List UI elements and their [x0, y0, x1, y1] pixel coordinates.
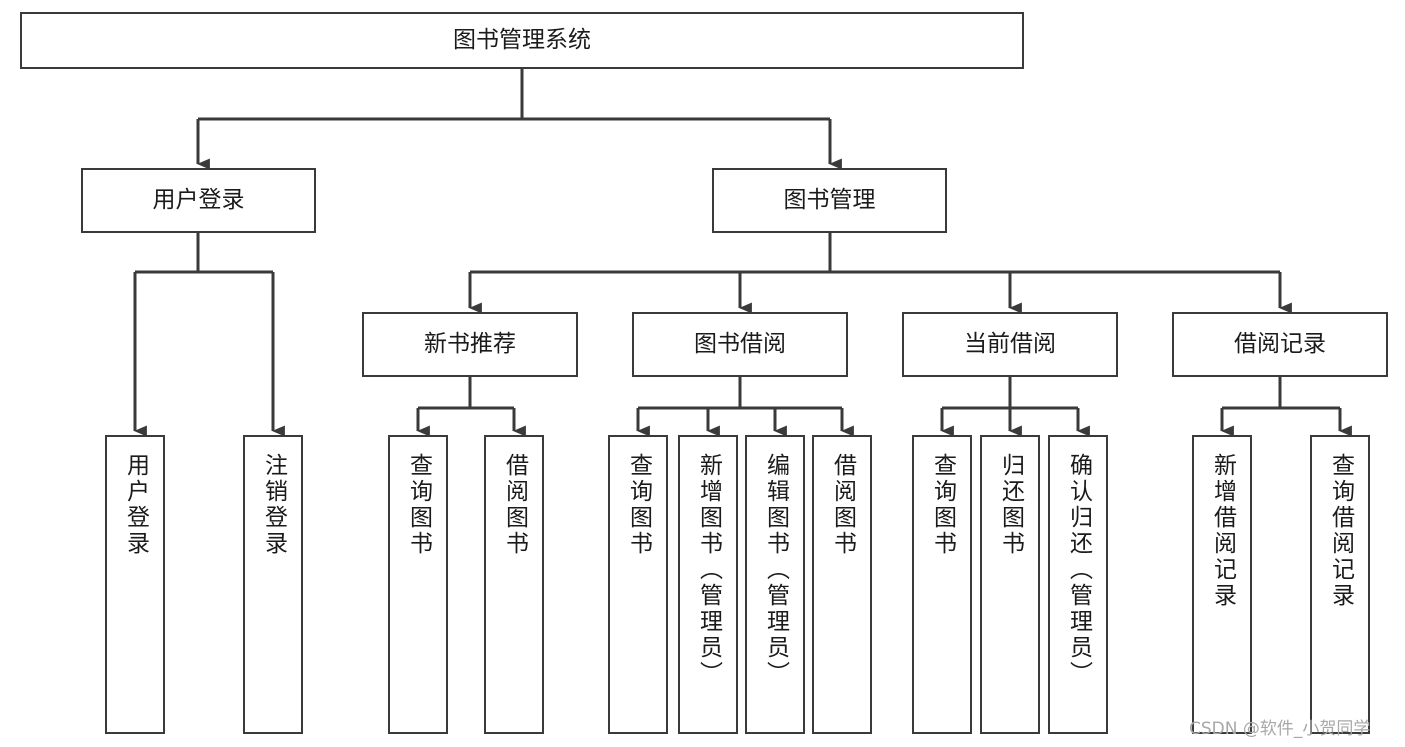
node-label: 归还图书: [997, 453, 1024, 557]
node-label: 查询图书: [625, 453, 652, 557]
node-borrow-record[interactable]: 借阅记录: [1172, 312, 1388, 377]
leaf-current-return-book[interactable]: 归还图书: [980, 435, 1040, 734]
node-label: 借阅记录: [1234, 330, 1326, 357]
node-label: 确认归还（管理员）: [1065, 453, 1092, 687]
node-label: 新书推荐: [424, 330, 516, 357]
node-label: 新增借阅记录: [1209, 453, 1236, 609]
leaf-current-confirm-return-admin[interactable]: 确认归还（管理员）: [1048, 435, 1108, 734]
node-label: 图书管理: [783, 186, 876, 213]
node-root-system[interactable]: 图书管理系统: [20, 12, 1024, 69]
leaf-record-query-borrow-record[interactable]: 查询借阅记录: [1310, 435, 1370, 734]
leaf-borrow-borrow-book[interactable]: 借阅图书: [812, 435, 872, 734]
node-book-borrow[interactable]: 图书借阅: [632, 312, 848, 377]
node-label: 当前借阅: [964, 330, 1056, 357]
node-label: 查询借阅记录: [1327, 453, 1354, 609]
node-label: 图书借阅: [694, 330, 786, 357]
node-label: 用户登录: [122, 453, 149, 557]
node-label: 借阅图书: [829, 453, 856, 557]
node-label: 编辑图书（管理员）: [762, 453, 789, 687]
node-label: 新增图书（管理员）: [695, 453, 722, 687]
node-user-login[interactable]: 用户登录: [81, 168, 316, 233]
node-new-book-recommend[interactable]: 新书推荐: [362, 312, 578, 377]
leaf-borrow-add-book-admin[interactable]: 新增图书（管理员）: [678, 435, 738, 734]
leaf-recommend-query-book[interactable]: 查询图书: [388, 435, 448, 734]
node-label: 借阅图书: [501, 453, 528, 557]
node-book-management[interactable]: 图书管理: [712, 168, 947, 233]
leaf-record-add-borrow-record[interactable]: 新增借阅记录: [1192, 435, 1252, 734]
leaf-user-logout[interactable]: 注销登录: [243, 435, 303, 734]
node-label: 图书管理系统: [453, 26, 591, 53]
node-label: 用户登录: [152, 186, 245, 213]
leaf-current-query-book[interactable]: 查询图书: [912, 435, 972, 734]
node-label: 查询图书: [929, 453, 956, 557]
leaf-user-login[interactable]: 用户登录: [105, 435, 165, 734]
node-label: 注销登录: [260, 453, 287, 557]
node-label: 查询图书: [405, 453, 432, 557]
csdn-watermark: CSDN @软件_小贺同学: [1189, 719, 1371, 739]
leaf-borrow-edit-book-admin[interactable]: 编辑图书（管理员）: [745, 435, 805, 734]
leaf-borrow-query-book[interactable]: 查询图书: [608, 435, 668, 734]
leaf-recommend-borrow-book[interactable]: 借阅图书: [484, 435, 544, 734]
node-current-borrow[interactable]: 当前借阅: [902, 312, 1118, 377]
